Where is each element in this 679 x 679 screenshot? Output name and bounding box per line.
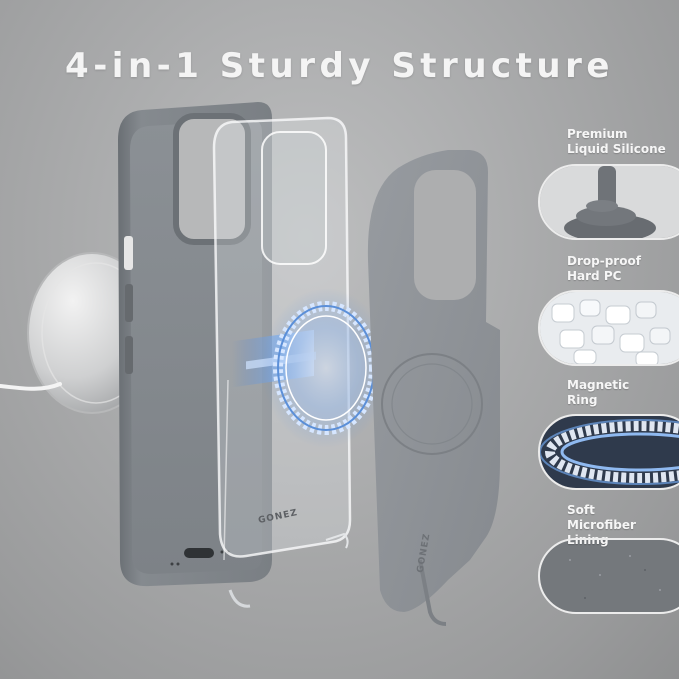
feature-label-magnetic-ring: Magnetic Ring <box>567 378 630 407</box>
microfiber-lining <box>367 150 500 626</box>
silicone-case <box>118 102 272 587</box>
feature-label-hard-pc: Drop-proof Hard PC <box>567 254 641 283</box>
pill-frame-hard-pc <box>538 290 679 366</box>
feature-label-silicone: Premium Liquid Silicone <box>567 127 666 156</box>
page-title: 4-in-1 Sturdy Structure <box>65 46 614 86</box>
pill-frame-microfiber <box>538 538 679 614</box>
feature-label-microfiber: Soft Microfiber Lining <box>567 503 636 547</box>
pill-frame-silicone <box>538 164 679 240</box>
pill-frame-magnetic-ring <box>538 414 679 490</box>
